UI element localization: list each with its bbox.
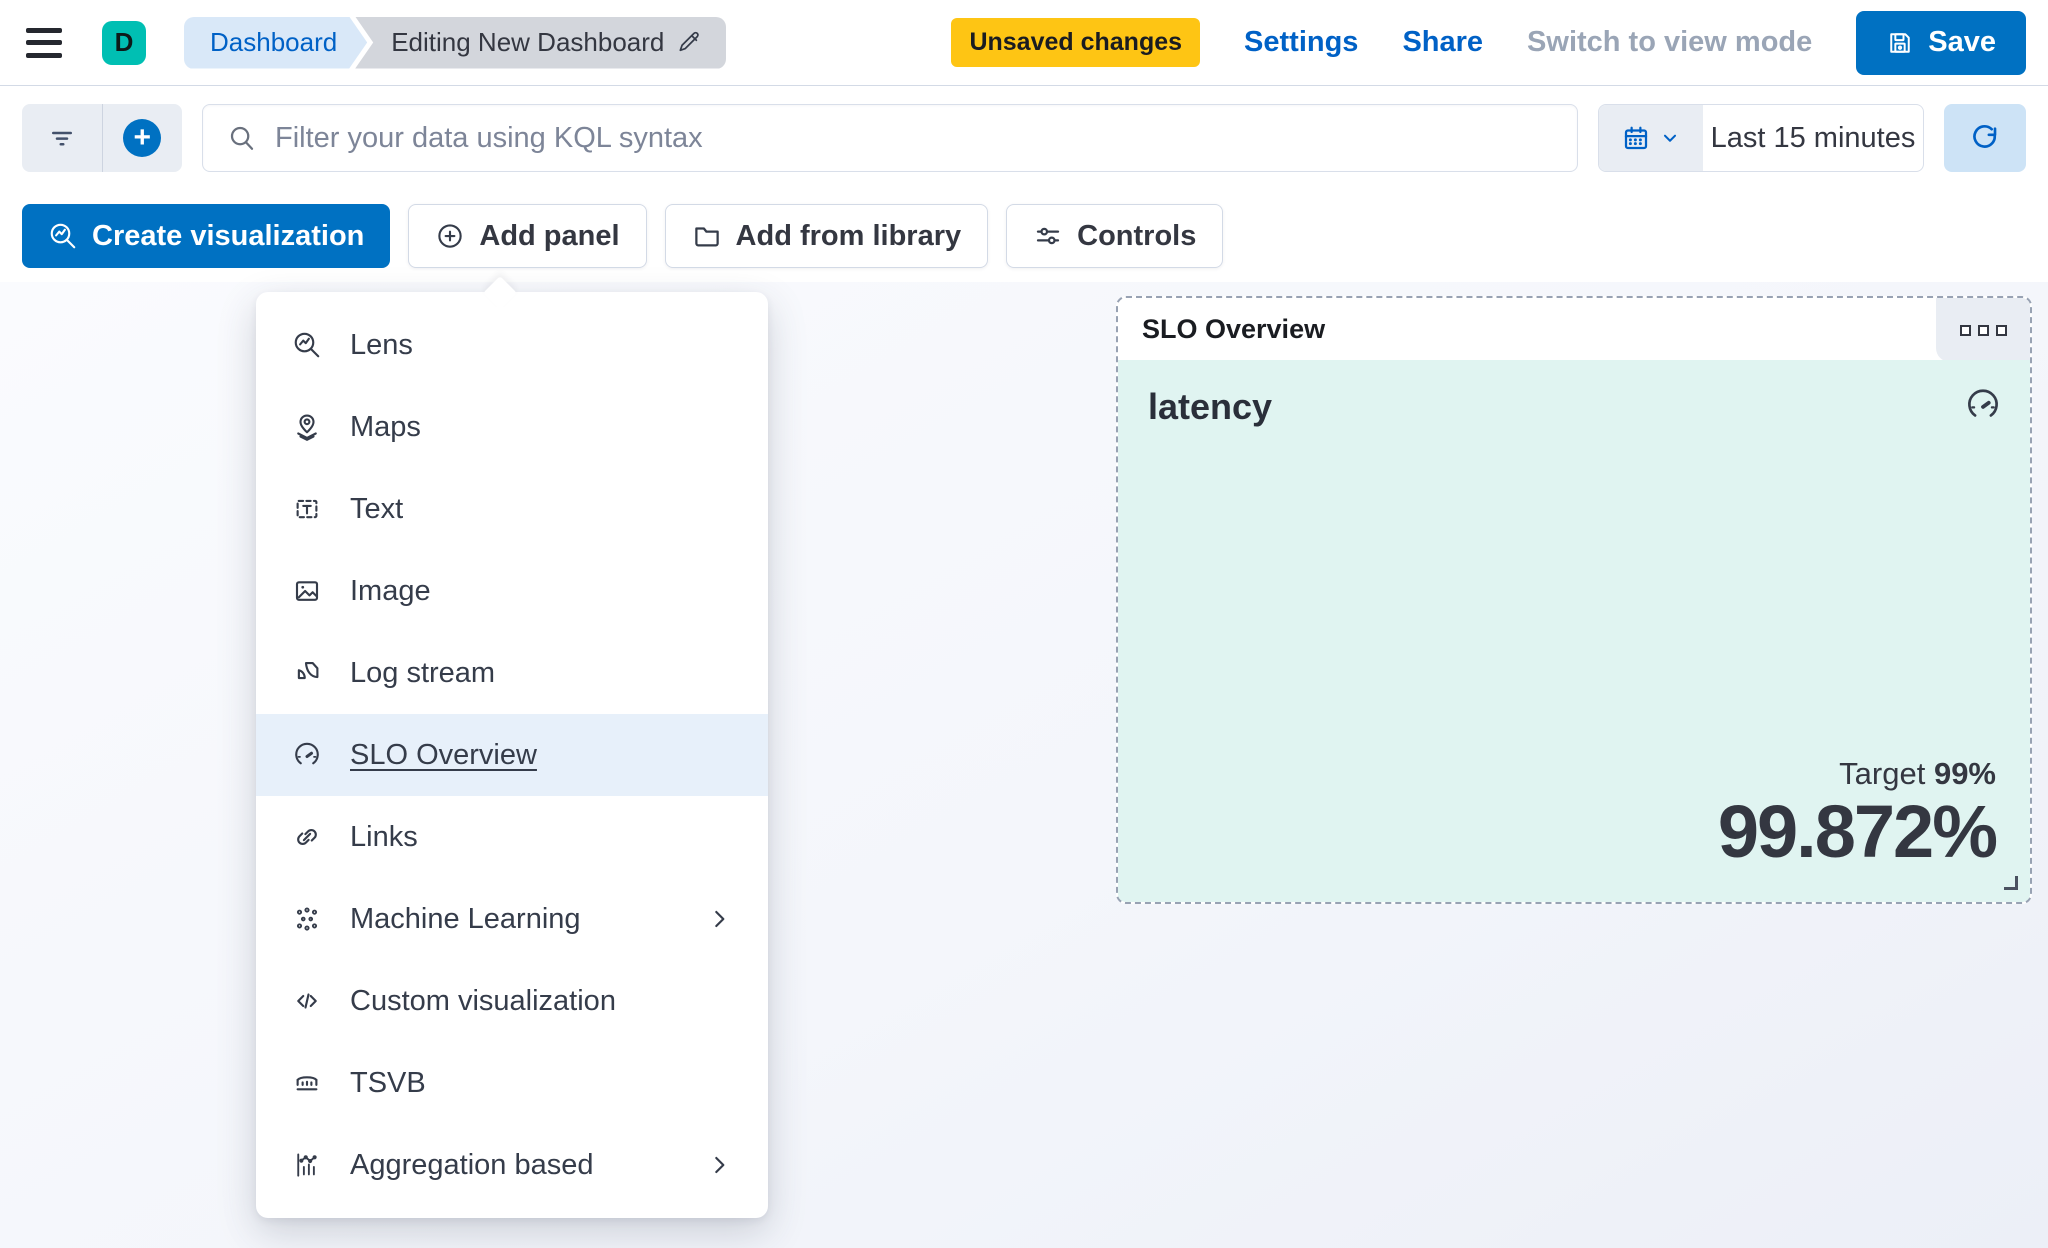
search-icon [230,126,254,150]
panel-title: SLO Overview [1142,313,1326,344]
filter-controls: + [22,104,182,172]
add-panel-button[interactable]: Add panel [408,204,647,268]
controls-sliders-icon [1037,227,1060,245]
menu-item-custom-visualization[interactable]: Custom visualization [256,960,768,1042]
settings-link[interactable]: Settings [1244,26,1359,58]
kql-search-box [202,104,1578,172]
machine-learning-icon [296,907,318,931]
panel-resize-handle[interactable] [2004,876,2018,890]
slo-target-value: 99% [1933,756,1996,792]
maps-icon [297,414,317,441]
menu-item-maps[interactable]: Maps [256,386,768,468]
save-icon [1890,32,1911,53]
filter-icon [51,131,72,146]
plus-circle-icon: + [123,119,162,157]
menu-item-slo-overview[interactable]: SLO Overview [256,714,768,796]
breadcrumb-current-page[interactable]: Editing New Dashboard [355,16,727,69]
menu-item-machine-learning[interactable]: Machine Learning [256,878,768,960]
top-bar-actions: Unsaved changes Settings Share Switch to… [951,10,2026,75]
panel-header: SLO Overview [1118,298,2030,360]
controls-button[interactable]: Controls [1006,204,1224,268]
breadcrumb-dashboard[interactable]: Dashboard [184,17,367,69]
menu-item-lens[interactable]: Lens [256,304,768,386]
menu-item-aggregation-based[interactable]: Aggregation based [256,1124,768,1206]
gauge-icon [295,742,319,765]
add-from-library-button[interactable]: Add from library [664,204,989,268]
add-panel-menu: Lens Maps Text Image Log stream [256,276,768,1218]
breadcrumb: Dashboard Editing New Dashboard [184,16,727,69]
plus-in-circle-icon [438,224,463,248]
calendar-dropdown-button[interactable] [1599,105,1703,171]
calendar-icon [1624,126,1648,150]
slo-name: latency [1148,386,1273,427]
avatar[interactable]: D [102,20,146,65]
tsvb-icon [296,1076,318,1091]
pencil-icon [679,31,700,51]
slo-kpi: Target 99% 99.872% [1717,756,1998,874]
menu-item-links[interactable]: Links [256,796,768,878]
menu-item-text[interactable]: Text [256,468,768,550]
add-filter-button[interactable] [22,104,102,172]
gauge-icon [1968,389,1998,417]
slo-observed-value: 99.872% [1717,790,1998,874]
log-stream-icon [297,661,319,680]
time-range-value[interactable]: Last 15 minutes [1703,105,1923,171]
menu-item-log-stream[interactable]: Log stream [256,632,768,714]
image-icon [295,581,319,601]
text-icon [296,499,318,519]
folder-icon [694,227,719,247]
aggregation-icon [297,1153,317,1177]
refresh-button[interactable] [1944,104,2026,172]
chevron-down-icon [1663,134,1677,142]
lens-icon [294,332,320,358]
kql-search-input[interactable] [275,121,1553,155]
boxes-horizontal-icon [1959,324,1971,336]
link-icon [297,829,317,845]
refresh-icon [1973,125,1997,148]
dashboard-toolbar: Create visualization Add panel Add from … [22,204,1224,268]
time-range-picker: Last 15 minutes [1598,104,1924,172]
menu-item-image[interactable]: Image [256,550,768,632]
add-filter-plus-button[interactable]: + [101,104,183,172]
code-icon [297,993,317,1009]
slo-card: latency Target 99% 99.872% [1118,360,2030,902]
query-bar: + Last 15 minutes [22,104,2026,172]
create-visualization-button[interactable]: Create visualization [22,204,391,268]
menu-hamburger-button[interactable] [22,26,66,60]
share-link[interactable]: Share [1402,26,1484,58]
unsaved-changes-badge: Unsaved changes [951,18,1201,67]
lens-icon [50,223,76,249]
switch-to-view-mode-link[interactable]: Switch to view mode [1527,26,1813,58]
slo-target: Target 99% [1839,756,1996,792]
menu-item-tsvb[interactable]: TSVB [256,1042,768,1124]
slo-overview-panel[interactable]: SLO Overview latency Target 99% 99.872% [1116,296,2032,904]
panel-context-menu-button[interactable] [1936,298,2030,362]
chevron-right-icon [715,910,725,928]
top-navigation-bar: D Dashboard Editing New Dashboard Unsave… [0,0,2048,86]
breadcrumb-current-label: Editing New Dashboard [391,27,665,57]
save-button[interactable]: Save [1856,10,2026,75]
chevron-right-icon [715,1156,725,1174]
